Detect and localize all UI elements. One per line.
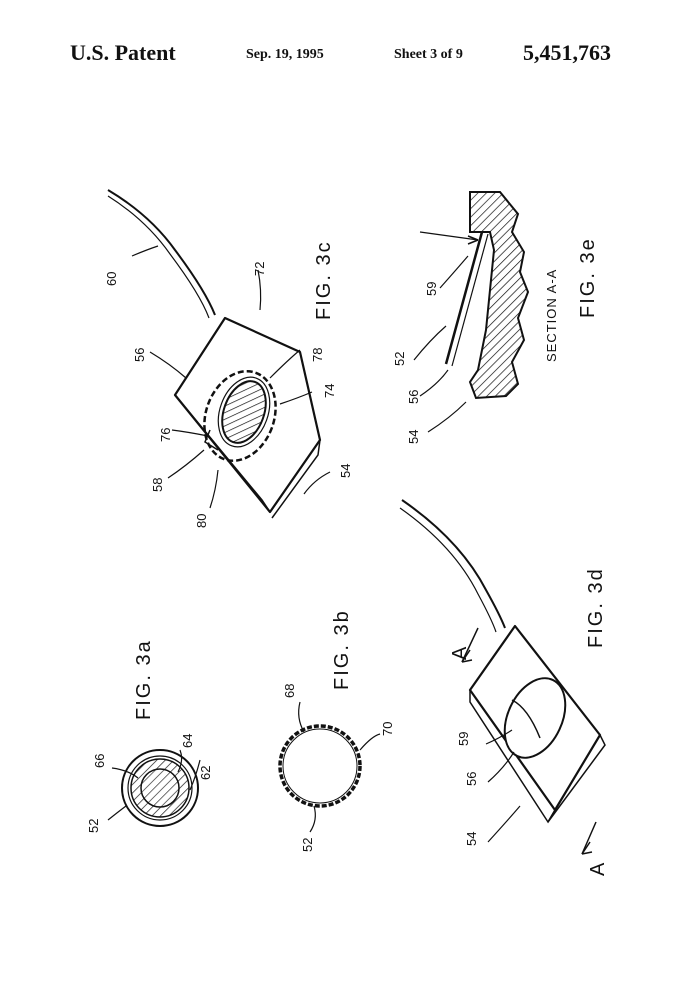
figure-3e: 59 52 56 54 SECTION A-A FIG. 3e [392, 191, 599, 444]
section-a-a-label: SECTION A-A [544, 269, 559, 362]
ref-80: 80 [194, 514, 209, 528]
ref-58: 58 [150, 478, 165, 492]
ref-59-fig3d: 59 [456, 732, 471, 746]
patent-title: U.S. Patent [70, 40, 176, 65]
ref-68: 68 [282, 684, 297, 698]
ref-54-fig3d: 54 [464, 832, 479, 846]
ref-56-fig3d: 56 [464, 772, 479, 786]
ref-52-fig3a: 52 [86, 819, 101, 833]
figure-3c: 60 72 56 78 74 76 58 80 54 FIG. 3c [104, 189, 353, 528]
ref-56-fig3e: 56 [406, 390, 421, 404]
ref-54-fig3e: 54 [406, 430, 421, 444]
ref-62: 62 [198, 766, 213, 780]
ref-56-fig3c: 56 [132, 348, 147, 362]
fig3d-label: FIG. 3d [585, 567, 607, 648]
section-arrow-a-bottom: A [587, 861, 609, 876]
patent-number: 5,451,763 [523, 40, 611, 65]
ref-72: 72 [252, 262, 267, 276]
ref-60: 60 [104, 272, 119, 286]
figure-3d: 59 56 54 A A FIG. 3d [399, 499, 609, 876]
ref-54-fig3c: 54 [338, 464, 353, 478]
fig3b-label: FIG. 3b [331, 609, 353, 690]
ref-76: 76 [158, 428, 173, 442]
ref-52-fig3b: 52 [300, 838, 315, 852]
ref-74: 74 [322, 384, 337, 398]
fig3c-label: FIG. 3c [313, 240, 335, 320]
figure-3a: 52 66 64 62 FIG. 3a [86, 639, 213, 833]
ref-52-fig3e: 52 [392, 352, 407, 366]
sheet-indicator: Sheet 3 of 9 [394, 47, 463, 62]
patent-date: Sep. 19, 1995 [246, 47, 324, 62]
ref-66: 66 [92, 754, 107, 768]
fig3a-label: FIG. 3a [133, 639, 155, 720]
section-arrow-a-top: A [449, 645, 471, 660]
fig3e-label: FIG. 3e [577, 237, 599, 318]
ref-70: 70 [380, 722, 395, 736]
ref-59-fig3e: 59 [424, 282, 439, 296]
figure-3b: 68 70 52 FIG. 3b [278, 609, 395, 852]
ref-64: 64 [180, 734, 195, 748]
ref-78: 78 [310, 348, 325, 362]
